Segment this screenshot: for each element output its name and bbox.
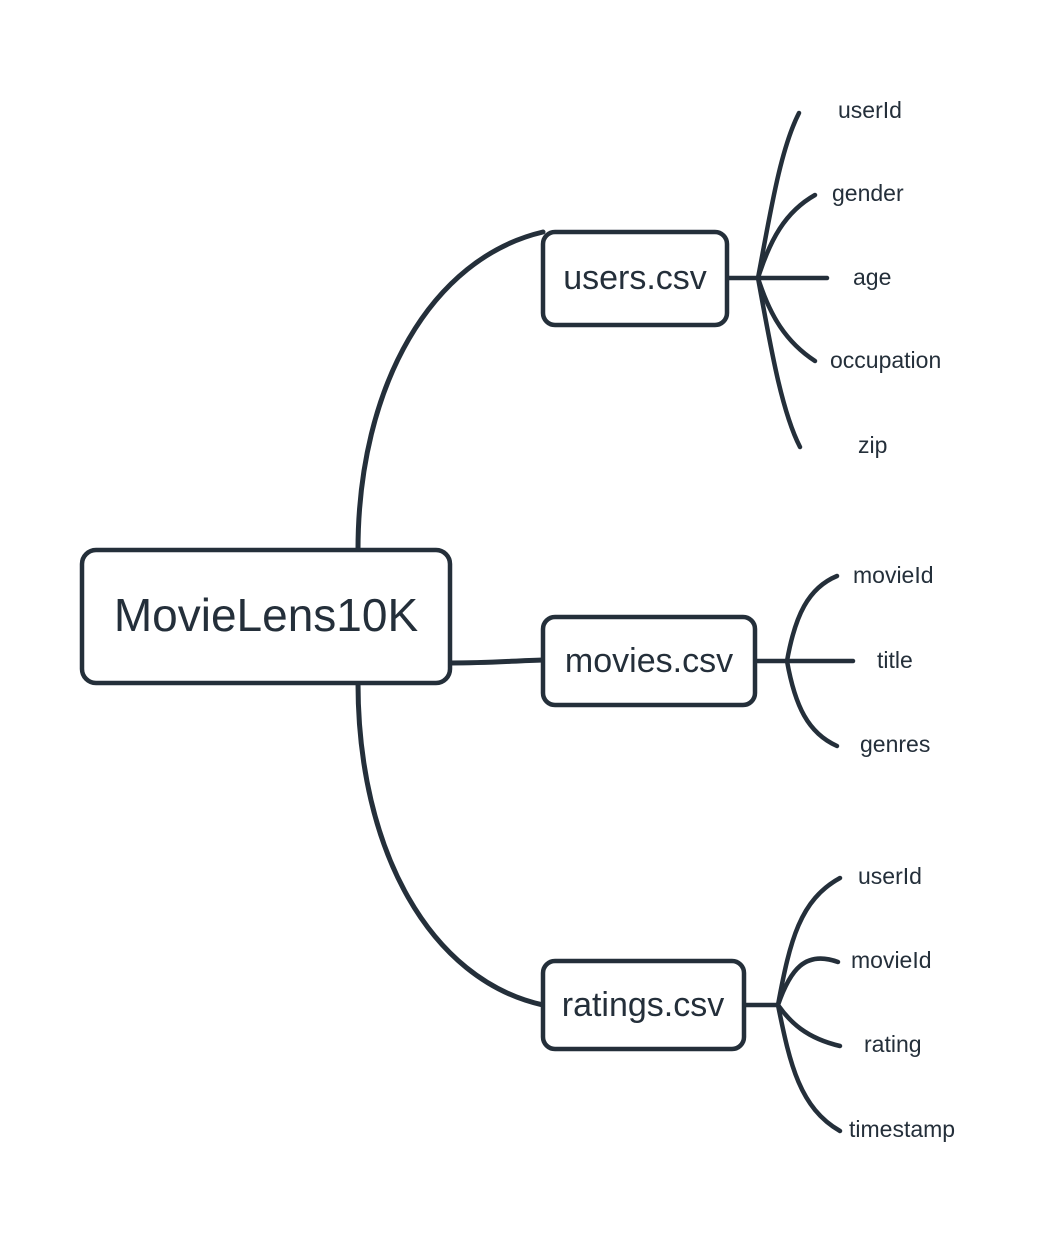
node-movies-csv[interactable]: movies.csv (540, 614, 758, 708)
node-ratings-csv-label: ratings.csv (562, 986, 725, 1024)
edge-users-to-gender (755, 192, 818, 281)
leaf-label-users-userid: userId (838, 97, 902, 123)
node-users-csv-box (540, 229, 730, 328)
leaf-label-ratings-userid: userId (858, 863, 922, 889)
edge-ratings-to-timestamp (775, 1002, 843, 1134)
leaf-label-users-age: age (853, 264, 891, 290)
node-movies-csv-box (540, 614, 758, 708)
edge-users-to-userid (755, 110, 802, 281)
leaf-label-users-occupation: occupation (830, 347, 941, 373)
edge-movies-to-movieid (784, 573, 840, 664)
edge-root-to-movies (447, 657, 546, 666)
edge-ratings-to-rating (775, 1002, 843, 1049)
node-movies-csv-label: movies.csv (565, 642, 733, 680)
leaf-label-ratings-rating: rating (864, 1031, 922, 1057)
leaf-label-movies-movieid: movieId (853, 562, 934, 588)
edge-root-to-ratings (355, 680, 546, 1008)
node-root[interactable]: MovieLens10K (79, 547, 453, 686)
leaf-label-users-zip: zip (858, 432, 887, 458)
edge-ratings-to-userid (775, 875, 843, 1008)
edge-root-to-users (355, 229, 546, 553)
edge-ratings-to-movieid (775, 956, 841, 1008)
leaf-label-ratings-timestamp: timestamp (849, 1116, 955, 1142)
leaf-label-movies-genres: genres (860, 731, 930, 757)
node-ratings-csv[interactable]: ratings.csv (540, 958, 747, 1052)
edge-movies-to-genres (784, 658, 840, 749)
node-root-label: MovieLens10K (114, 589, 419, 641)
node-root-box (79, 547, 453, 686)
node-ratings-csv-box (540, 958, 747, 1052)
leaf-label-ratings-movieid: movieId (851, 947, 932, 973)
node-users-csv-label: users.csv (563, 259, 707, 297)
leaf-label-users-gender: gender (832, 180, 904, 206)
leaf-label-movies-title: title (877, 647, 913, 673)
node-users-csv[interactable]: users.csv (540, 229, 730, 328)
edge-users-to-zip (755, 275, 803, 450)
